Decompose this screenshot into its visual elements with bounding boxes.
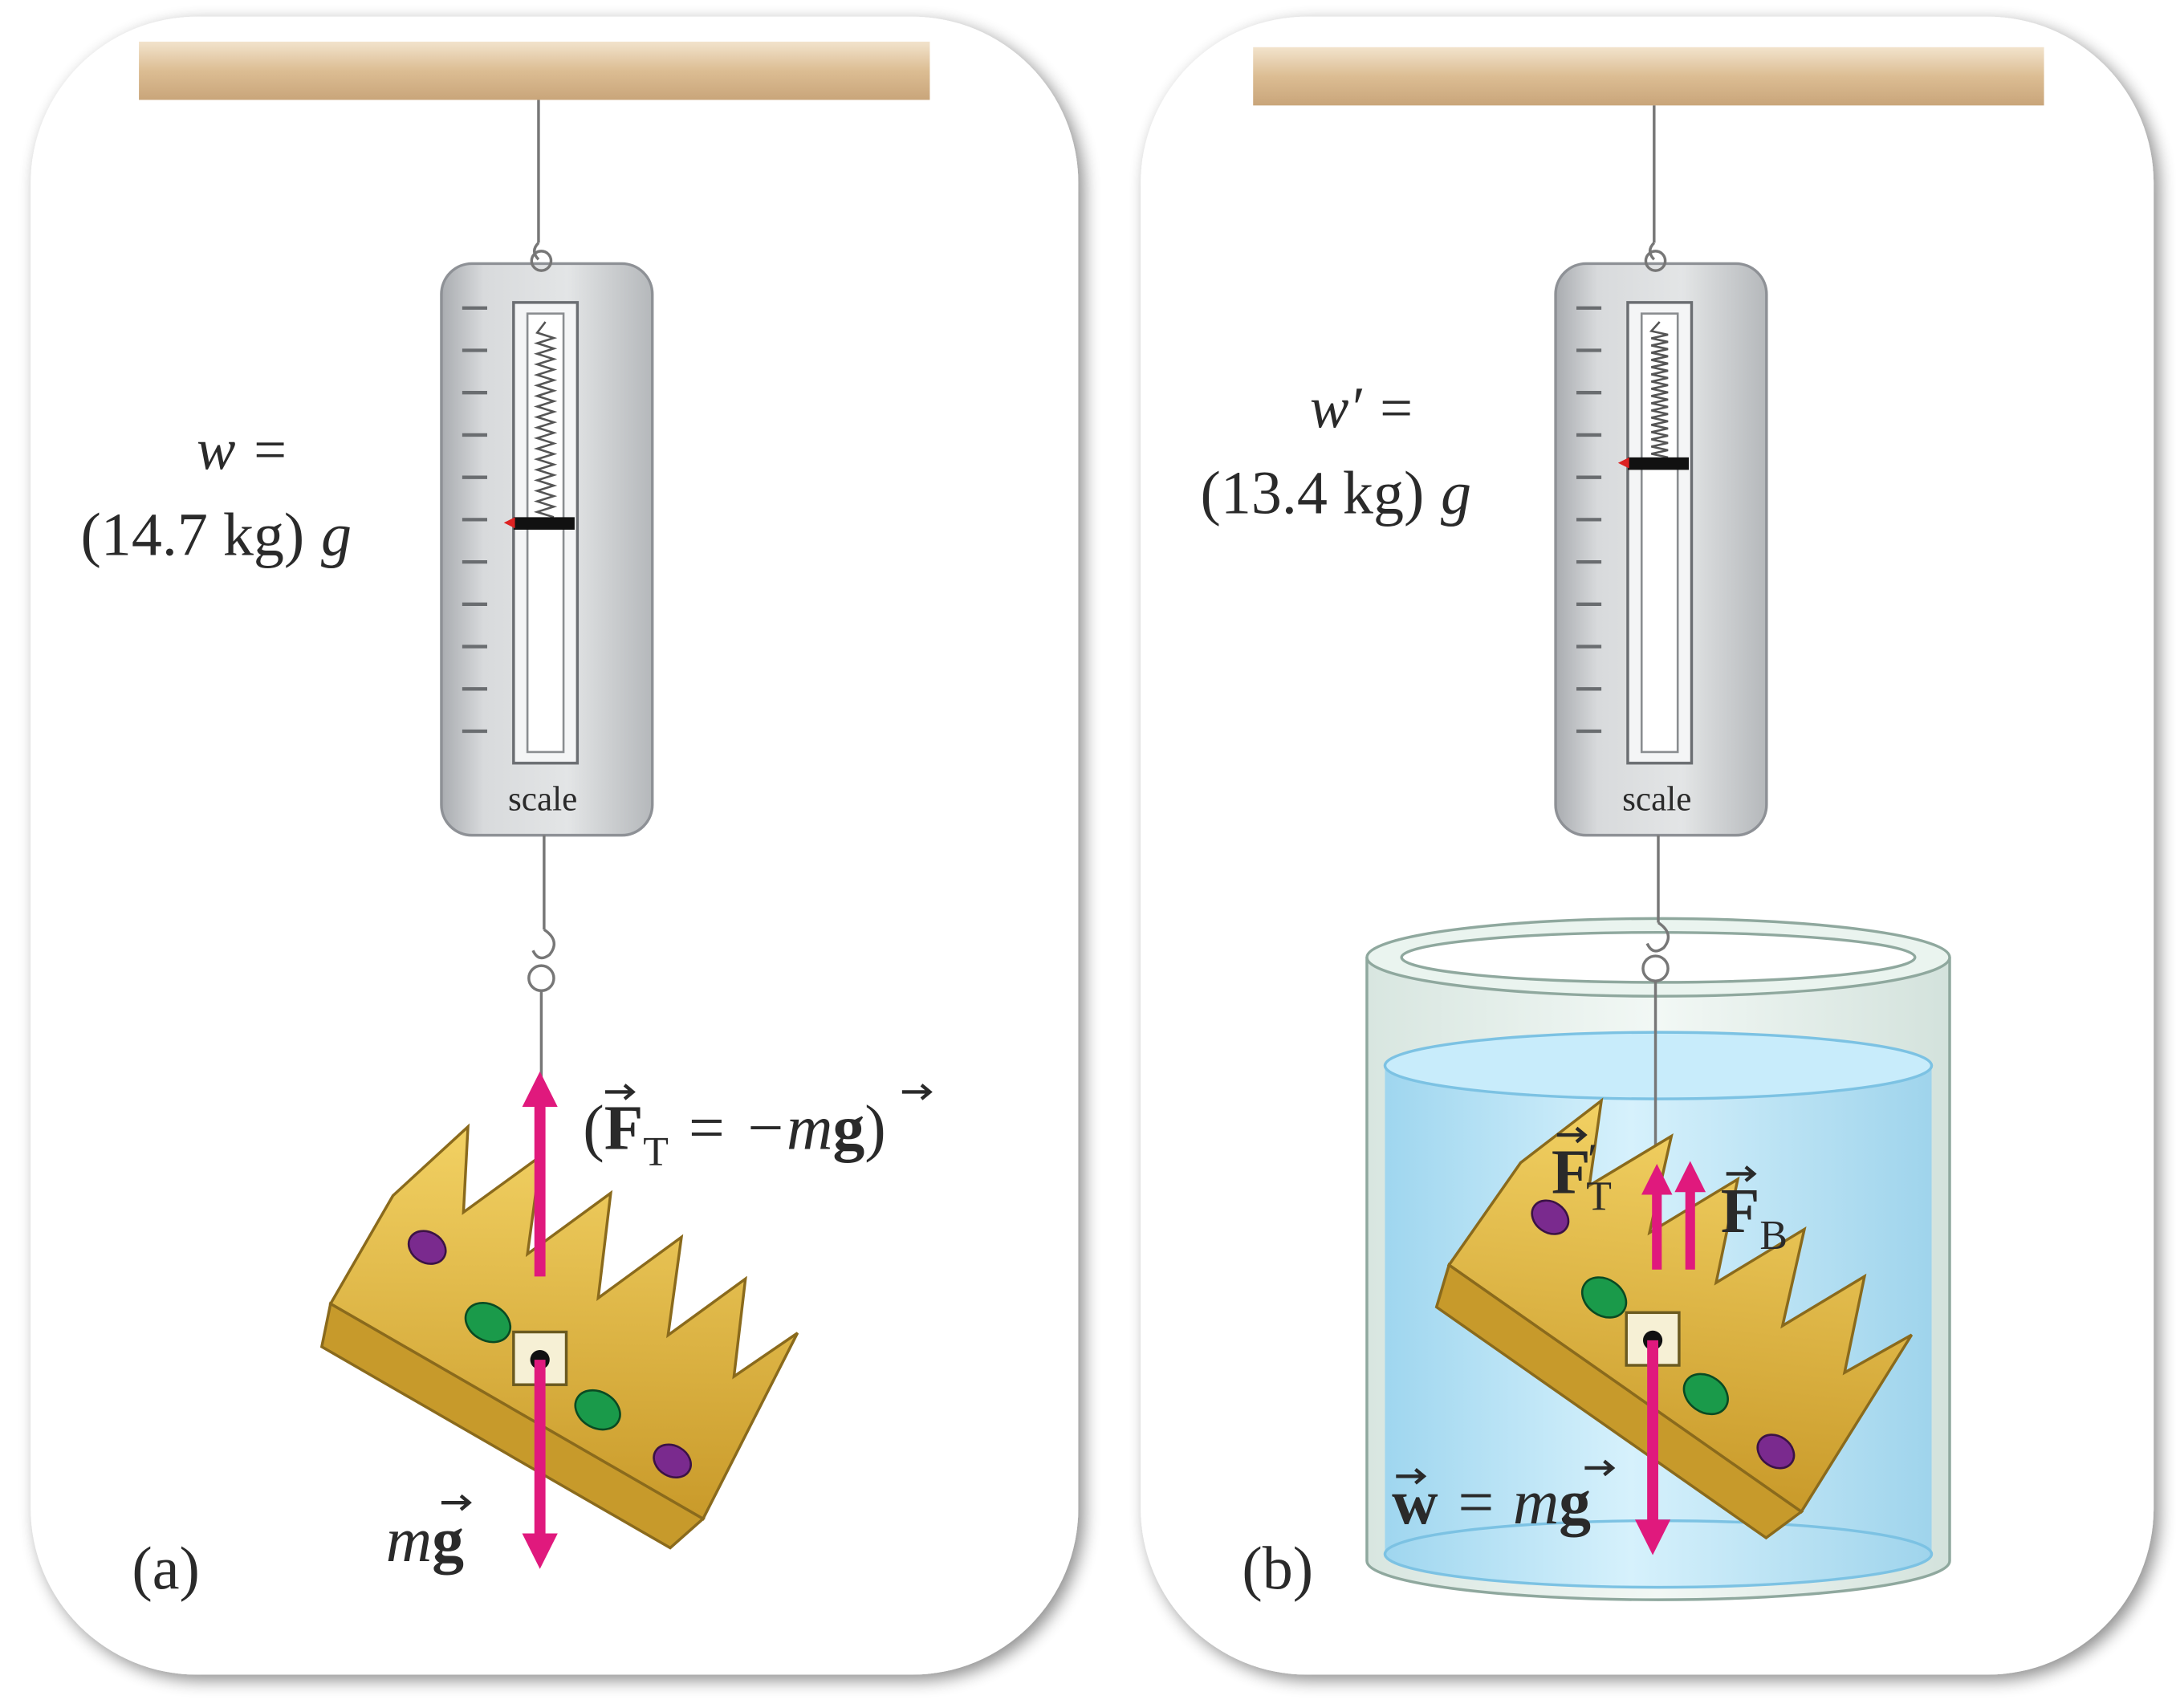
spring-scale-a: scale [440, 250, 654, 837]
gem-purple [1531, 1199, 1570, 1235]
weight-label-a-line2: (14.7 kg)g [80, 501, 352, 568]
weight-label-a-line1: w = [197, 417, 290, 482]
hook-a [531, 928, 556, 960]
gem-green [1682, 1372, 1729, 1416]
spring-coil-a [533, 321, 558, 518]
spring-coil [533, 321, 558, 518]
panel-b: scale w′ = (1 [1141, 16, 2154, 1675]
spring-scale-b: scale [1554, 250, 1768, 837]
spring-coil-b [1649, 321, 1669, 459]
scale-pointer-a [503, 517, 515, 529]
gem-green [574, 1389, 621, 1431]
scale-label-b: scale [1622, 780, 1691, 819]
vector-arrow-F-a [604, 1084, 636, 1100]
gem-purple [407, 1230, 447, 1265]
panel-a-frame [31, 16, 1079, 1675]
hook-b [1645, 921, 1670, 953]
weight-label-b-line2: (13.4 kg)g [1201, 460, 1472, 527]
weight-label-b: w = mg [1392, 1467, 1591, 1538]
weight-label-b-line1: w′ = [1310, 375, 1415, 440]
panel-label-b: (b) [1242, 1535, 1313, 1602]
gem-purple [653, 1443, 692, 1479]
crown-a [319, 1123, 799, 1550]
vector-arrow-g-a [901, 1084, 933, 1100]
ceiling-bar-b [1253, 47, 2044, 106]
water-surface [1383, 1031, 1934, 1100]
tension-label-b: F′T [1552, 1134, 1612, 1219]
spring-coil [1649, 321, 1669, 459]
panel-a: scale w = (14.7 kg)g (FT = −mg) mg (a) [31, 16, 1079, 1675]
gem-purple [1756, 1434, 1796, 1470]
tension-label-a: (FT = −mg) [583, 1092, 885, 1175]
weight-label-a: mg [386, 1505, 464, 1576]
scale-indicator-a [513, 517, 575, 530]
ceiling-bar-a [139, 41, 930, 100]
scale-ticks-b [1576, 306, 1602, 734]
scale-ticks-a [462, 306, 487, 734]
panel-label-a: (a) [132, 1535, 199, 1602]
buoyant-label-b: FB [1721, 1176, 1788, 1259]
gem-green [1580, 1276, 1628, 1319]
crown-b [1434, 1097, 1914, 1540]
scale-label-a: scale [508, 780, 577, 819]
gem-green [464, 1302, 512, 1344]
scale-pointer-b [1617, 457, 1629, 469]
scale-indicator-b [1627, 457, 1690, 470]
